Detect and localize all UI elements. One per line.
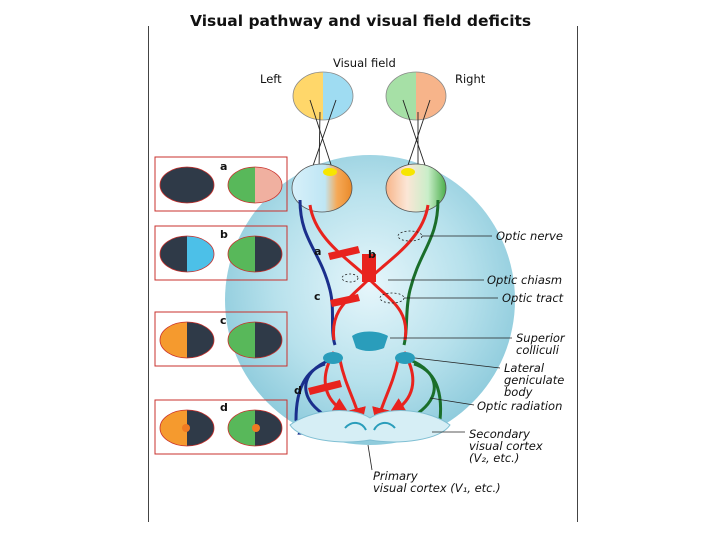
left-visual-field: [292, 71, 354, 121]
leader-lines: [367, 235, 512, 471]
optic-chiasm-label: Optic chiasm: [487, 273, 563, 287]
left-eye: [291, 163, 353, 213]
lesion-letter-a: a: [314, 245, 322, 258]
left-label: Left: [260, 72, 282, 86]
brain-background: [225, 155, 515, 445]
panel-letter-a: a: [220, 160, 228, 173]
optic-nerve-label: Optic nerve: [496, 229, 564, 243]
lesion-letter-c: c: [314, 290, 321, 303]
optic-radiation-label: Optic radiation: [477, 399, 563, 413]
right-lgb: [395, 352, 415, 364]
panel-a-fields: [159, 166, 283, 204]
right-eye: [385, 163, 447, 213]
panel-d-fields: [159, 409, 283, 447]
lesion-markers: [308, 246, 376, 395]
lesion-b: [362, 254, 376, 282]
lesion-c: [330, 294, 360, 307]
lesion-letter-b: b: [368, 248, 376, 261]
diagram-title: Visual pathway and visual field deficits: [190, 12, 532, 30]
lesion-letter-d: d: [294, 384, 302, 397]
right-visual-field: [385, 71, 447, 121]
optic-tract-label: Optic tract: [502, 291, 564, 305]
lesion-d: [308, 380, 342, 395]
right-label: Right: [455, 72, 486, 86]
panel-b-fields: [159, 235, 283, 273]
right-frame-line: [577, 26, 578, 522]
visual-field-label: Visual field: [333, 56, 396, 70]
lesion-a: [328, 246, 360, 260]
panel-letter-d: d: [220, 401, 228, 414]
panel-c-fields: [159, 321, 283, 359]
left-frame-line: [148, 26, 149, 522]
visual-cortex: [289, 410, 451, 443]
deficit-panels: [154, 156, 288, 455]
panel-letter-b: b: [220, 228, 228, 241]
superior-colliculi: [352, 331, 388, 351]
panel-letter-c: c: [220, 314, 227, 327]
left-lgb: [323, 352, 343, 364]
